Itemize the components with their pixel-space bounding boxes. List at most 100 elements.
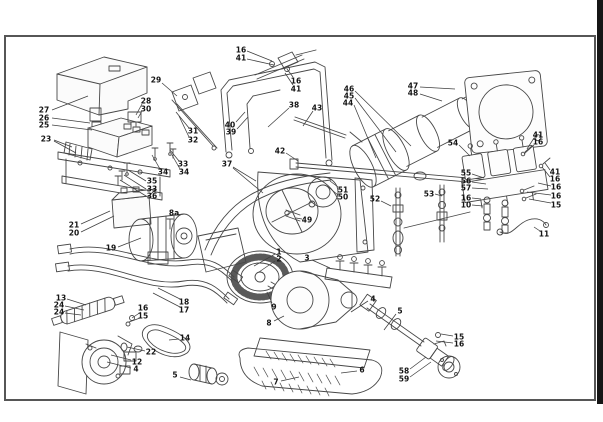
callout-50: 50 — [338, 193, 348, 202]
leader-line — [64, 305, 85, 311]
small-relay-drawing — [127, 111, 142, 127]
leader-line — [253, 253, 276, 267]
small-bolt-drawing — [166, 218, 174, 230]
callout-3: 3 — [304, 254, 309, 263]
callout-57: 57 — [461, 184, 471, 193]
manifold-drawing — [324, 254, 393, 289]
leader-line — [434, 193, 443, 197]
fittings-drawing — [117, 315, 143, 356]
air-damper-drawing — [238, 337, 383, 397]
callout-32: 32 — [188, 136, 198, 145]
leader-line — [168, 338, 180, 341]
leader-line — [435, 340, 454, 344]
nozzle-assembly-drawing — [359, 293, 461, 379]
scroll-housing-drawing — [270, 270, 358, 330]
callout-48: 48 — [408, 89, 418, 98]
leader-line — [286, 68, 294, 78]
callout-34: 34 — [179, 168, 189, 177]
callout-22: 22 — [146, 348, 156, 357]
callout-45: 45 — [344, 92, 354, 101]
callout-8a: 8a — [169, 209, 179, 218]
leader-line — [267, 107, 290, 128]
callout-16: 16 — [138, 304, 148, 313]
leader-line — [232, 166, 257, 182]
leader-line — [53, 140, 77, 154]
callout-56: 56 — [461, 177, 471, 186]
callout-17: 17 — [179, 306, 189, 315]
callout-35: 35 — [147, 177, 157, 186]
electrode-clamp-drawing — [254, 49, 317, 80]
leader-line — [273, 315, 285, 322]
callout-16: 16 — [236, 46, 246, 55]
leader-line — [80, 210, 111, 225]
coupling-drawing — [188, 363, 229, 386]
leader-line — [471, 204, 484, 207]
callout-47: 47 — [408, 82, 418, 91]
leader-line — [179, 376, 192, 381]
callout-6: 6 — [359, 366, 364, 375]
callout-16: 16 — [533, 138, 543, 147]
leader-line — [409, 356, 427, 370]
leader-line — [541, 166, 551, 178]
callout-16: 16 — [454, 340, 464, 349]
callout-41: 41 — [533, 131, 543, 140]
callout-5: 5 — [172, 371, 177, 380]
leader-line — [471, 197, 482, 200]
leader-line — [353, 104, 377, 159]
leader-line — [110, 354, 132, 361]
callout-16: 16 — [551, 192, 561, 201]
callout-13: 13 — [56, 294, 66, 303]
pipe-drawing — [496, 218, 549, 236]
chassis-drawing — [57, 151, 171, 201]
cover-hood-drawing — [56, 56, 148, 116]
leader-line — [458, 144, 471, 157]
mount-bracket-drawing — [197, 227, 247, 273]
leader-line — [419, 86, 456, 90]
callout-33: 33 — [147, 185, 157, 194]
leader-line — [528, 198, 552, 204]
leader-line — [350, 300, 369, 313]
leader-line — [471, 181, 487, 185]
leader-line — [295, 217, 303, 220]
oil-hoses-drawing — [55, 243, 244, 306]
callout-14: 14 — [180, 334, 190, 343]
callout-36: 36 — [147, 192, 157, 201]
leader-line — [51, 117, 91, 124]
leader-line — [106, 361, 132, 369]
leader-line — [471, 173, 485, 179]
leader-line — [135, 103, 143, 116]
callout-23: 23 — [41, 135, 51, 144]
leader-line — [53, 139, 73, 148]
leader-line — [64, 312, 82, 316]
leader-line — [152, 292, 181, 308]
leader-line — [471, 187, 489, 190]
callout-10: 10 — [461, 201, 471, 210]
pump-drawing — [57, 331, 137, 395]
leader-line — [354, 90, 412, 147]
leader-line — [137, 110, 143, 119]
screw-parts-drawing — [519, 145, 551, 202]
leader-line — [544, 162, 551, 171]
callout-16: 16 — [551, 183, 561, 192]
callout-20: 20 — [69, 229, 79, 238]
callout-41: 41 — [236, 54, 246, 63]
callout-58: 58 — [399, 367, 409, 376]
leader-line — [340, 370, 358, 374]
leader-line — [126, 346, 146, 352]
leader-line — [80, 215, 115, 233]
callout-41: 41 — [550, 168, 560, 177]
leader-line — [232, 167, 264, 194]
leader-line — [178, 115, 190, 138]
leader-line — [440, 333, 454, 337]
callout-18: 18 — [179, 298, 189, 307]
callout-1: 1 — [276, 248, 281, 257]
callout-9: 9 — [271, 303, 276, 312]
leader-line — [123, 174, 147, 190]
callout-16: 16 — [291, 77, 301, 86]
callout-46: 46 — [344, 85, 354, 94]
control-box-drawing — [87, 117, 153, 158]
leader-line — [354, 97, 397, 153]
callout-52: 52 — [370, 195, 380, 204]
